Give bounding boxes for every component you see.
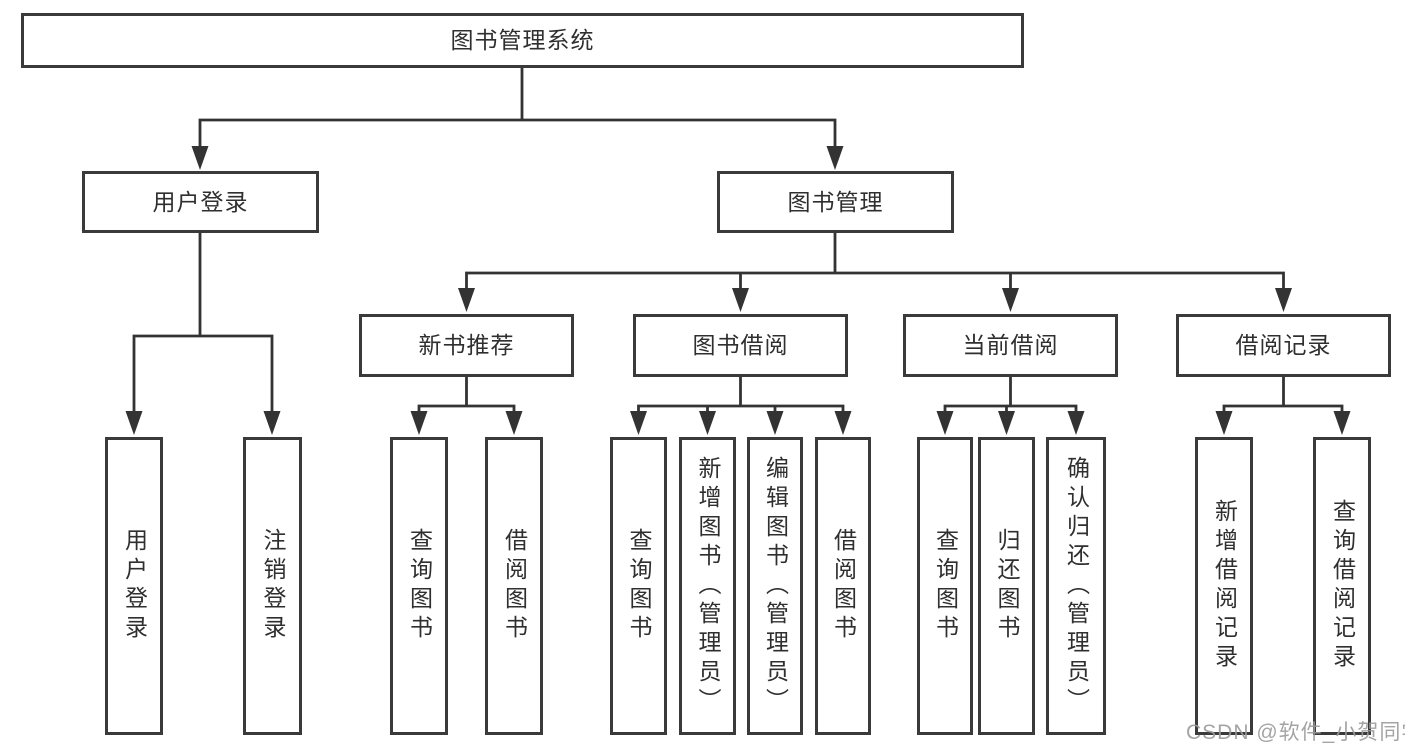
leaf-borrow-book-recommend-label: 借阅图书	[501, 528, 528, 644]
leaf-logout-label: 注销登录	[260, 528, 286, 644]
node-book-borrow: 图书借阅	[633, 314, 848, 377]
leaf-confirm-return-admin: 确认归还（管理员）	[1046, 437, 1106, 735]
leaf-user-login-label: 用户登录	[121, 528, 148, 644]
leaf-add-book-admin-label: 新增图书（管理员）	[695, 455, 721, 717]
node-borrow-records: 借阅记录	[1176, 314, 1391, 377]
leaf-add-book-admin: 新增图书（管理员）	[679, 437, 736, 735]
node-new-book-recommend: 新书推荐	[359, 314, 574, 377]
leaf-add-borrow-record: 新增借阅记录	[1195, 437, 1253, 735]
leaf-query-borrow-record-label: 查询借阅记录	[1329, 499, 1356, 673]
leaf-query-book-recommend: 查询图书	[390, 437, 448, 735]
node-user-login-label: 用户登录	[152, 188, 249, 215]
leaf-return-book-label: 归还图书	[994, 528, 1020, 644]
tree-edges	[132, 68, 1344, 420]
node-current-borrow-label: 当前借阅	[962, 332, 1059, 358]
leaf-user-login: 用户登录	[105, 437, 163, 735]
leaf-query-book-recommend-label: 查询图书	[406, 528, 433, 644]
node-book-management-label: 图书管理	[787, 188, 884, 215]
node-current-borrow: 当前借阅	[903, 314, 1118, 377]
node-library-system-label: 图书管理系统	[450, 27, 595, 53]
watermark-text: CSDN @软件_小贺同学	[1186, 721, 1405, 744]
node-library-system: 图书管理系统	[21, 13, 1024, 68]
node-book-borrow-label: 图书借阅	[692, 332, 789, 358]
node-user-login: 用户登录	[82, 171, 319, 233]
leaf-query-book-current: 查询图书	[917, 437, 973, 735]
leaf-query-borrow-record: 查询借阅记录	[1313, 437, 1371, 735]
node-book-management: 图书管理	[717, 171, 954, 233]
leaf-borrow-book-label: 借阅图书	[830, 528, 857, 644]
leaf-logout: 注销登录	[243, 437, 302, 735]
leaf-edit-book-admin: 编辑图书（管理员）	[747, 437, 803, 735]
leaf-return-book: 归还图书	[978, 437, 1035, 735]
node-borrow-records-label: 借阅记录	[1235, 332, 1332, 358]
leaf-confirm-return-admin-label: 确认归还（管理员）	[1063, 455, 1090, 717]
leaf-add-borrow-record-label: 新增借阅记录	[1211, 499, 1238, 673]
leaf-query-book-borrow-label: 查询图书	[626, 528, 652, 644]
leaf-query-book-borrow: 查询图书	[610, 437, 667, 735]
leaf-edit-book-admin-label: 编辑图书（管理员）	[762, 455, 789, 717]
leaf-borrow-book: 借阅图书	[815, 437, 871, 735]
leaf-borrow-book-recommend: 借阅图书	[485, 437, 543, 735]
leaf-query-book-current-label: 查询图书	[932, 528, 959, 644]
arrowheads	[125, 146, 1351, 435]
node-new-book-recommend-label: 新书推荐	[418, 332, 515, 358]
